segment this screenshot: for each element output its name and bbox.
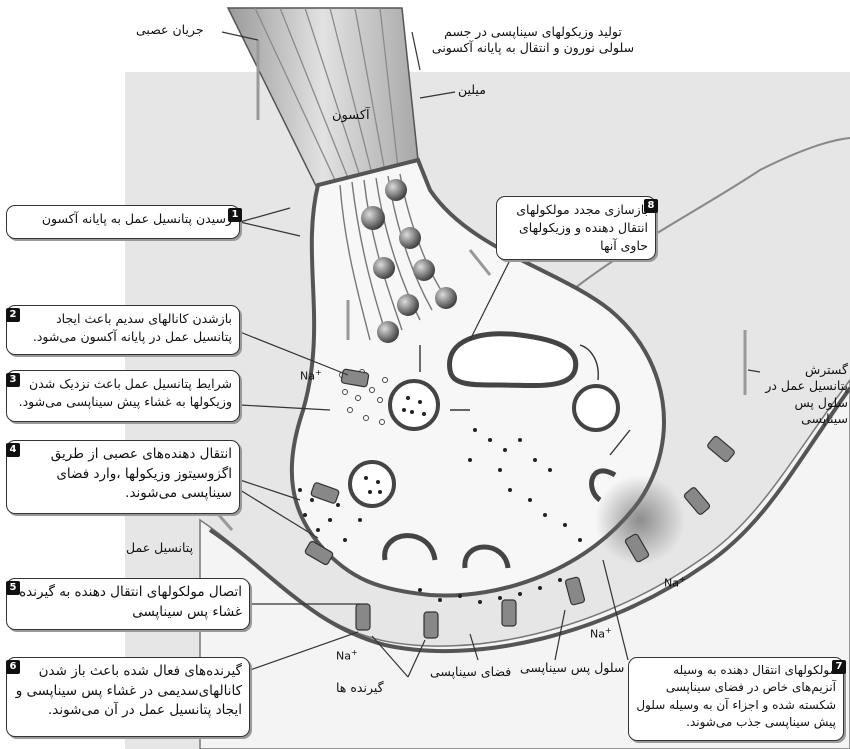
step-number-6: 6 xyxy=(6,660,20,674)
step-text-8: بازسازی مجدد مولکولهای انتقال دهنده و وز… xyxy=(516,202,648,253)
recycling-endosome xyxy=(450,334,576,386)
label-synaptic-space: فضای سیناپسی xyxy=(430,664,511,680)
step-text-1: رسیدن پتانسیل عمل به پایانه آکسون xyxy=(42,211,232,226)
label-receptors: گیرنده ها xyxy=(336,680,384,696)
sodium-label: Na+ xyxy=(590,626,612,641)
step-box-1: رسیدن پتانسیل عمل به پایانه آکسون xyxy=(6,205,240,239)
step-box-8: بازسازی مجدد مولکولهای انتقال دهنده و وز… xyxy=(496,196,656,260)
step-number-4: 4 xyxy=(6,443,20,457)
step-box-7: مولکولهای انتقال دهنده به وسیله آنزیم‌ها… xyxy=(628,657,844,741)
step-box-3: شرایط پتانسیل عمل باعث نزدیک شدن وزیکوله… xyxy=(6,370,240,422)
step-text-4: انتقال دهنده‌های عصبی از طریق اگزوسیتوز … xyxy=(51,446,232,501)
step-number-7: 7 xyxy=(832,660,846,674)
label-postsynaptic-spread: گسترش پتانسیل عمل در سلول پس سیناپسی xyxy=(764,362,848,427)
sodium-label: Na+ xyxy=(664,575,686,590)
sodium-label: Na+ xyxy=(300,368,322,383)
step-box-2: بازشدن کانالهای سدیم باعث ایجاد پتانسیل … xyxy=(6,305,240,355)
step-box-4: انتقال دهنده‌های عصبی از طریق اگزوسیتوز … xyxy=(6,440,240,514)
sodium-label: Na+ xyxy=(336,648,358,663)
step-box-6: گیرنده‌های فعال شده باعث باز شدن کانالها… xyxy=(6,657,250,737)
step-text-3: شرایط پتانسیل عمل باعث نزدیک شدن وزیکوله… xyxy=(19,376,232,409)
step-number-2: 2 xyxy=(6,308,20,322)
step-text-5: اتصال مولکولهای انتقال دهنده به گیرنده غ… xyxy=(19,584,242,620)
step-text-6: گیرنده‌های فعال شده باعث باز شدن کانالها… xyxy=(16,663,242,718)
step-number-8: 8 xyxy=(644,199,658,213)
step-text-7: مولکولهای انتقال دهنده به وسیله آنزیم‌ها… xyxy=(636,663,836,729)
label-myelin: میلین xyxy=(458,82,486,98)
step-text-2: بازشدن کانالهای سدیم باعث ایجاد پتانسیل … xyxy=(33,311,232,344)
label-postsynaptic-cell: سلول پس سیناپسی xyxy=(520,660,624,676)
step-number-1: 1 xyxy=(228,208,242,222)
label-action-potential: پتانسیل عمل xyxy=(126,540,193,556)
step-number-5: 5 xyxy=(6,581,20,595)
label-vesicle-production: تولید وزیکولهای سیناپسی در جسم سلولی نور… xyxy=(425,24,641,57)
step-box-5: اتصال مولکولهای انتقال دهنده به گیرنده غ… xyxy=(6,578,250,630)
label-neural-current: جریان عصبی xyxy=(136,22,204,38)
label-axon: آکسون xyxy=(332,108,370,125)
step-number-3: 3 xyxy=(6,373,20,387)
